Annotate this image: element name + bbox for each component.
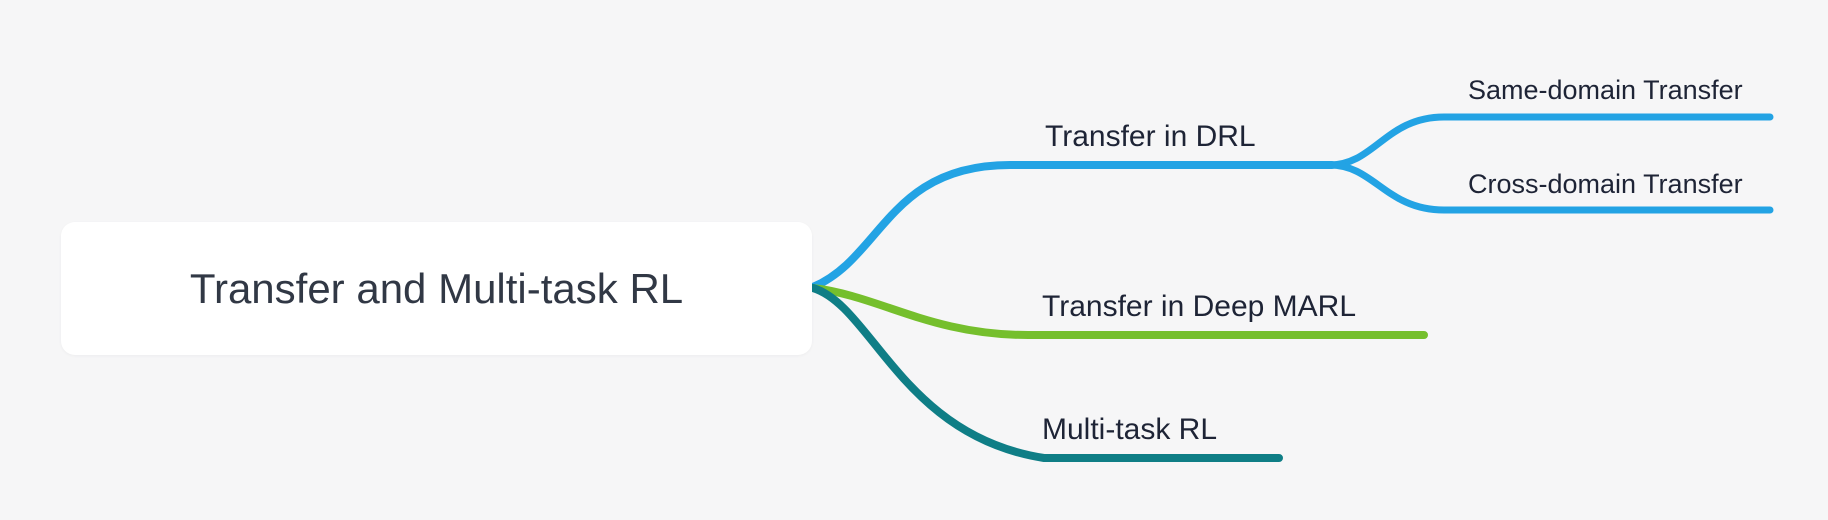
branch-line-transfer-in-deep-marl [809, 284, 1428, 339]
branch-line-multi-task-rl [809, 284, 1283, 462]
child-line-cross-domain-transfer [1326, 161, 1774, 214]
node-transfer-in-drl[interactable]: Transfer in DRL [1045, 120, 1256, 153]
child-line-same-domain-transfer [1326, 113, 1774, 169]
node-transfer-in-deep-marl[interactable]: Transfer in Deep MARL [1042, 290, 1357, 323]
branch-line-transfer-in-drl [809, 161, 1336, 291]
root-node-label: Transfer and Multi-task RL [189, 264, 684, 312]
node-cross-domain-transfer[interactable]: Cross-domain Transfer [1468, 169, 1743, 199]
node-multi-task-rl[interactable]: Multi-task RL [1042, 413, 1218, 446]
root-node[interactable]: Transfer and Multi-task RL [61, 222, 812, 355]
node-same-domain-transfer[interactable]: Same-domain Transfer [1468, 75, 1743, 105]
